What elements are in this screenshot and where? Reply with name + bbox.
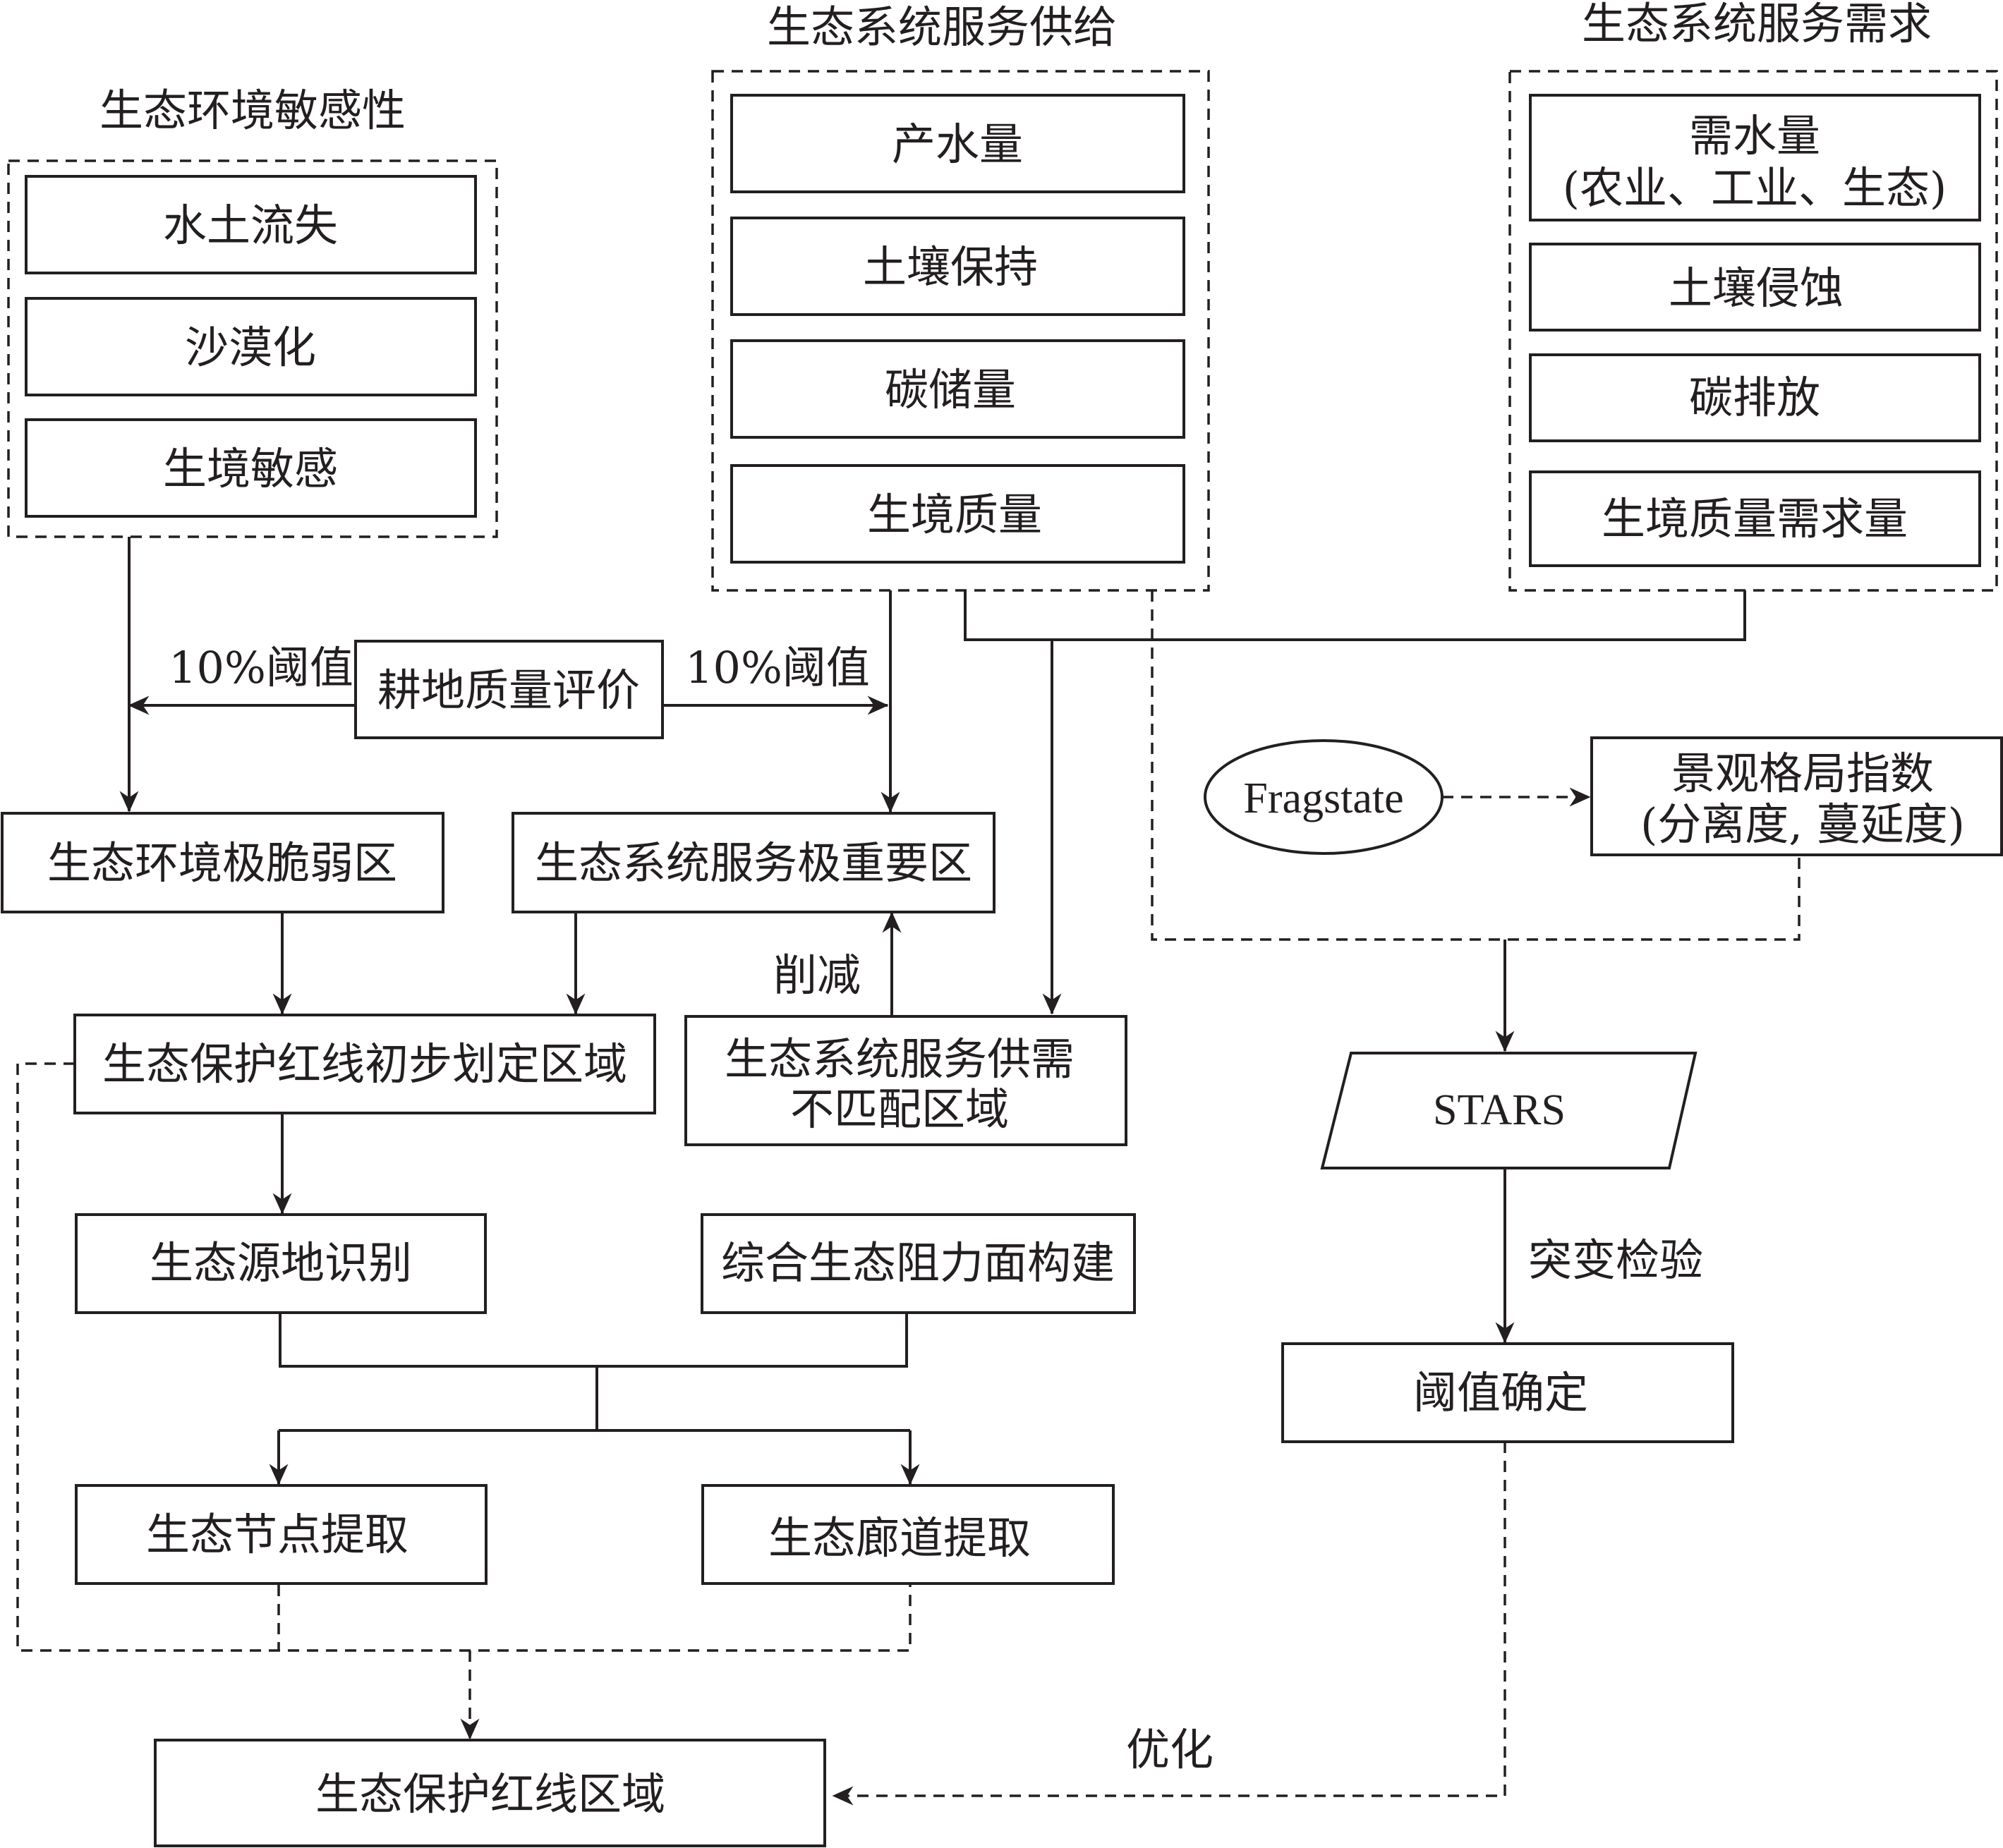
mismatch-node: 生态系统服务供需 不匹配区域 xyxy=(684,1015,1127,1146)
demand-group-border xyxy=(1508,70,1998,592)
node-extraction-label: 生态节点提取 xyxy=(146,1509,409,1560)
redline-area-node: 生态保护红线区域 xyxy=(154,1739,826,1847)
mismatch-label-line2: 不匹配区域 xyxy=(790,1083,1009,1135)
solid-connectors xyxy=(119,537,1746,1485)
mismatch-label-line1: 生态系统服务供需 xyxy=(725,1033,1075,1085)
demand-item-box xyxy=(1529,470,1981,567)
edge-label-threshold-left: 10%阈值 xyxy=(169,642,353,693)
initial-redline-node: 生态保护红线初步划定区域 xyxy=(73,1014,656,1114)
dashed-connectors xyxy=(16,590,1801,1806)
supply-group: 生态系统服务供给 产水量 土壤保持 碳储量 生境质量 xyxy=(711,1,1210,592)
sensitivity-item-box xyxy=(25,418,477,518)
farmland-eval-label: 耕地质量评价 xyxy=(377,664,640,716)
sensitivity-item-soil-loss: 水土流失 xyxy=(163,200,338,251)
fragstats-label: Fragstate xyxy=(1243,774,1403,822)
stars-node: STARS xyxy=(1320,1052,1698,1169)
demand-group: 生态系统服务需求 需水量 (农业、工业、生态) 土壤侵蚀 碳排放 生境质量需求量 xyxy=(1508,0,1998,592)
redline-area-label: 生态保护红线区域 xyxy=(315,1768,665,1820)
sensitivity-item-habitat: 生境敏感 xyxy=(163,443,338,494)
supply-item-box xyxy=(730,464,1185,564)
supply-item-habitat-quality: 生境质量 xyxy=(867,489,1042,540)
demand-group-title: 生态系统服务需求 xyxy=(1582,0,1932,49)
edge-label-reduce: 削减 xyxy=(773,949,861,1001)
important-zone-label: 生态系统服务极重要区 xyxy=(535,837,972,889)
sensitivity-item-desertification: 沙漠化 xyxy=(185,322,316,373)
edge-labels: 10%阈值 10%阈值 削减 突变检验 优化 xyxy=(169,642,1703,1775)
edge-label-optimize: 优化 xyxy=(1126,1724,1214,1775)
sensitivity-group-border xyxy=(7,159,498,538)
supply-item-soil-retention: 土壤保持 xyxy=(863,241,1038,293)
fragstats-node: Fragstate xyxy=(1204,739,1444,855)
demand-item-water-demand-sectors: (农业、工业、生态) xyxy=(1563,162,1947,214)
source-identification-node: 生态源地识别 xyxy=(75,1213,487,1314)
fragile-zone-node: 生态环境极脆弱区 xyxy=(1,812,444,913)
corridor-extraction-node: 生态廊道提取 xyxy=(701,1484,1115,1585)
demand-item-box xyxy=(1529,243,1981,332)
resistance-surface-node: 综合生态阻力面构建 xyxy=(701,1213,1136,1314)
edge-label-mutation-test: 突变检验 xyxy=(1528,1234,1703,1286)
demand-item-water-demand: 需水量 xyxy=(1689,110,1820,162)
supply-item-box xyxy=(730,339,1185,439)
source-identification-label: 生态源地识别 xyxy=(150,1237,412,1289)
edge-label-threshold-right: 10%阈值 xyxy=(685,642,870,693)
landscape-index-label-line2: (分离度, 蔓延度) xyxy=(1640,798,1965,850)
demand-item-habitat-demand: 生境质量需求量 xyxy=(1602,493,1908,545)
threshold-determination-label: 阈值确定 xyxy=(1413,1367,1588,1418)
demand-item-box xyxy=(1529,353,1981,442)
sensitivity-group-title: 生态环境敏感性 xyxy=(99,85,406,136)
threshold-determination-node: 阈值确定 xyxy=(1281,1342,1734,1443)
landscape-index-node: 景观格局指数 (分离度, 蔓延度) xyxy=(1590,736,2003,856)
demand-item-box xyxy=(1529,94,1981,221)
sensitivity-item-box xyxy=(25,297,477,396)
resistance-surface-label: 综合生态阻力面构建 xyxy=(721,1237,1115,1289)
supply-item-carbon-storage: 碳储量 xyxy=(885,364,1016,415)
supply-item-box xyxy=(730,217,1185,316)
sensitivity-item-box xyxy=(25,175,477,274)
node-extraction-node: 生态节点提取 xyxy=(75,1484,488,1585)
farmland-eval-node: 耕地质量评价 xyxy=(354,640,664,739)
sensitivity-group: 生态环境敏感性 水土流失 沙漠化 生境敏感 xyxy=(7,85,498,538)
stars-label: STARS xyxy=(1433,1086,1566,1134)
demand-item-carbon-emission: 碳排放 xyxy=(1689,372,1820,423)
supply-group-title: 生态系统服务供给 xyxy=(767,1,1117,53)
important-zone-node: 生态系统服务极重要区 xyxy=(512,812,996,913)
supply-item-water-yield: 产水量 xyxy=(892,118,1023,170)
landscape-index-label-line1: 景观格局指数 xyxy=(1671,748,1934,799)
initial-redline-label: 生态保护红线初步划定区域 xyxy=(102,1038,627,1090)
supply-group-border xyxy=(711,70,1210,592)
supply-item-box xyxy=(730,94,1185,193)
demand-item-soil-erosion: 土壤侵蚀 xyxy=(1669,262,1844,314)
corridor-extraction-label: 生态廊道提取 xyxy=(768,1512,1031,1564)
fragile-zone-label: 生态环境极脆弱区 xyxy=(47,837,397,889)
